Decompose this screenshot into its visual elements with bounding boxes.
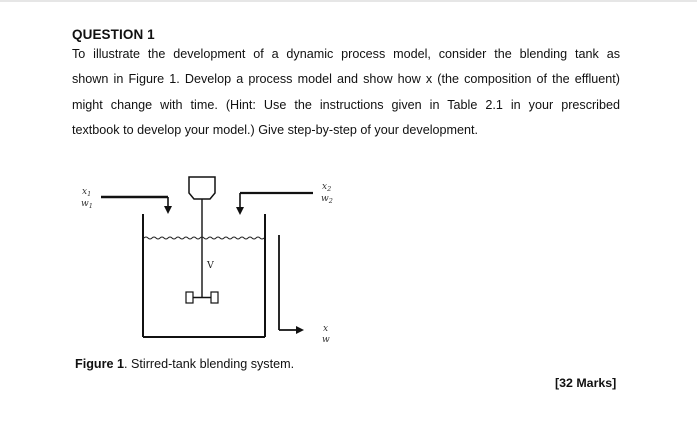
volume-label: V — [206, 260, 214, 271]
question-line: textbook to develop your model.) Give st… — [72, 122, 479, 137]
caption-text: . Stirred-tank blending system. — [124, 357, 295, 371]
marks-label: [32 Marks] — [555, 376, 617, 390]
outlet-pipe — [278, 235, 304, 334]
question-line: shown in Figure 1. Develop a process mod… — [72, 72, 620, 87]
outlet-flow-label: w — [322, 335, 330, 345]
figure-caption: Figure 1. Stirred-tank blending system. — [75, 357, 294, 371]
outlet-composition-label: x — [323, 324, 328, 334]
inlet2-flow-label: w2 — [321, 194, 333, 205]
inlet2-composition-label: x2 — [322, 182, 331, 193]
inlet1-pipe — [101, 195, 172, 214]
caption-label: Figure 1 — [75, 357, 124, 371]
question-line: might change with time. (Hint: Use the i… — [72, 97, 620, 112]
blending-tank-diagram: x1 w1 x2 w2 V x w — [81, 176, 333, 345]
inlet2-pipe — [236, 191, 313, 215]
inlet1-composition-label: x1 — [82, 187, 91, 198]
question-heading: QUESTION 1 — [72, 27, 155, 42]
tank — [142, 214, 266, 338]
question-line: To illustrate the development of a dynam… — [72, 47, 620, 61]
inlet1-flow-label: w1 — [81, 199, 93, 210]
question-text: To illustrate the development of a dynam… — [72, 42, 620, 143]
top-divider — [0, 0, 697, 2]
impeller — [185, 291, 219, 304]
agitator-motor — [188, 176, 216, 200]
liquid-surface — [143, 236, 265, 240]
